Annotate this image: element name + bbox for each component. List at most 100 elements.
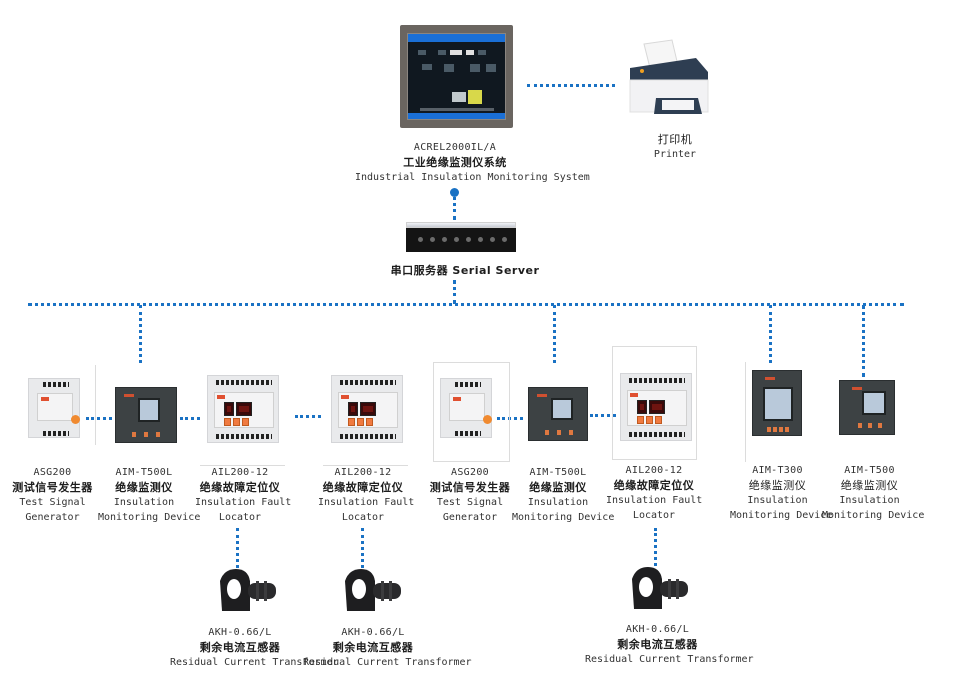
frame [612, 346, 697, 460]
device-label: AIL200-12 绝缘故障定位仪 Insulation Fault Locat… [606, 463, 702, 523]
frame [200, 465, 285, 466]
device-name-en: Insulation [527, 497, 589, 508]
device-name-en: Monitoring Device [822, 510, 925, 521]
device-label: ASG200 测试信号发生器 Test Signal Generator [10, 465, 95, 525]
device-name-cn: 绝缘监测仪 [840, 479, 899, 492]
current-transformer-icon [345, 569, 401, 611]
system-monitor-image[interactable] [400, 25, 513, 128]
link-bus-aim-t300 [769, 305, 772, 363]
link-bus-aim-t500 [862, 305, 865, 377]
link-aim-ail-1 [180, 417, 200, 420]
system-model: ACREL2000IL/A [413, 142, 497, 153]
serial-server-name: 串口服务器 Serial Server [390, 264, 540, 277]
ct-label: AKH-0.66/L 剩余电流互感器 Residual Current Tran… [585, 622, 754, 667]
device-name-en: Insulation Fault [606, 495, 703, 506]
ct-image-2[interactable] [343, 567, 407, 619]
ct-name-cn: 剩余电流互感器 [332, 641, 414, 654]
device-name-en: Generator [442, 512, 498, 523]
device-label: AIM-T500L 绝缘监测仪 Insulation Monitoring De… [512, 465, 614, 525]
link-asg-aim-2 [497, 417, 523, 420]
device-model: AIM-T500 [844, 465, 895, 476]
asg200-image-2[interactable] [440, 378, 492, 438]
ct-model: AKH-0.66/L [625, 624, 690, 635]
link-bus-aim-t500l-2 [553, 305, 556, 363]
aim-t500l-image-1[interactable] [115, 387, 177, 443]
device-name-cn: 测试信号发生器 [429, 481, 511, 494]
system-name-cn: 工业绝缘监测仪系统 [403, 156, 507, 169]
ct-name-en: Residual Current Transformer [303, 657, 472, 668]
ail200-image-2[interactable] [331, 375, 403, 443]
device-name-en: Locator [341, 512, 385, 523]
device-name-cn: 绝缘故障定位仪 [613, 479, 695, 492]
device-name-en: Test Signal [19, 497, 86, 508]
device-name-en: Monitoring Device [730, 510, 833, 521]
ct-name-cn: 剩余电流互感器 [617, 638, 698, 651]
link-system-serial [453, 190, 456, 220]
device-label: AIL200-12 绝缘故障定位仪 Insulation Fault Locat… [195, 465, 292, 525]
aim-t300-image[interactable] [752, 370, 802, 436]
device-name-cn: 绝缘监测仪 [748, 479, 807, 492]
device-label: AIM-T500 绝缘监测仪 Insulation Monitoring Dev… [822, 463, 925, 523]
system-name-en: Industrial Insulation Monitoring System [355, 172, 590, 183]
ct-model: AKH-0.66/L [341, 627, 405, 638]
device-model: AIM-T300 [752, 465, 803, 476]
link-ail-ail [295, 415, 321, 418]
link-asg-aim-1 [86, 417, 112, 420]
ct-image-1[interactable] [218, 567, 282, 619]
link-serial-bus [453, 280, 456, 304]
device-name-en: Locator [218, 512, 262, 523]
device-label: ASG200 测试信号发生器 Test Signal Generator [425, 465, 515, 525]
device-model: ASG200 [451, 467, 489, 478]
device-name-cn: 绝缘监测仪 [115, 481, 173, 494]
connector-dot [450, 188, 459, 197]
link-ail-ct-2 [361, 528, 364, 568]
serial-server-label: 串口服务器 Serial Server [380, 263, 550, 279]
current-transformer-icon [632, 567, 688, 609]
bus-line [28, 303, 904, 306]
device-name-en: Insulation Fault [318, 497, 415, 508]
ct-label: AKH-0.66/L 剩余电流互感器 Residual Current Tran… [303, 625, 472, 670]
printer-image[interactable] [628, 38, 710, 118]
frame [433, 362, 510, 462]
device-name-en: Insulation [113, 497, 175, 508]
device-model: AIL200-12 [211, 467, 269, 478]
frame [95, 365, 96, 445]
device-name-cn: 绝缘故障定位仪 [199, 481, 281, 494]
aim-t500l-image-2[interactable] [528, 387, 588, 441]
ail200-image-3[interactable] [620, 373, 692, 441]
printer-name-en: Printer [653, 149, 697, 160]
device-model: AIL200-12 [334, 467, 392, 478]
device-label: AIM-T300 绝缘监测仪 Insulation Monitoring Dev… [730, 463, 833, 523]
device-name-cn: 绝缘监测仪 [529, 481, 587, 494]
ail200-image-1[interactable] [207, 375, 279, 443]
ct-image-3[interactable] [630, 565, 694, 617]
printer-name-cn: 打印机 [657, 133, 693, 146]
link-ail-ct-1 [236, 528, 239, 568]
device-name-en: Insulation [747, 495, 808, 506]
ct-label: AKH-0.66/L 剩余电流互感器 Residual Current Tran… [170, 625, 339, 670]
printer-label: 打印机 Printer [630, 132, 720, 162]
ct-name-en: Residual Current Transformer [585, 654, 754, 665]
aim-t500-image[interactable] [839, 380, 895, 435]
device-name-en: Insulation [839, 495, 900, 506]
link-bus-aim-t500l-1 [139, 305, 142, 363]
device-model: ASG200 [33, 467, 72, 478]
link-ail-ct-3 [654, 528, 657, 566]
device-name-en: Monitoring Device [98, 512, 201, 523]
device-name-en: Insulation Fault [195, 497, 292, 508]
device-label: AIM-T500L 绝缘监测仪 Insulation Monitoring De… [98, 465, 201, 525]
link-system-printer [527, 84, 615, 87]
ct-model: AKH-0.66/L [208, 627, 272, 638]
asg200-image-1[interactable] [28, 378, 80, 438]
frame [323, 465, 408, 466]
current-transformer-icon [220, 569, 276, 611]
device-model: AIM-T500L [529, 467, 587, 478]
device-name-en: Locator [632, 510, 676, 521]
system-label: ACREL2000IL/A 工业绝缘监测仪系统 Industrial Insul… [355, 140, 590, 185]
frame [745, 362, 746, 462]
device-name-cn: 绝缘故障定位仪 [322, 481, 404, 494]
serial-server-image[interactable] [406, 222, 516, 254]
ct-name-cn: 剩余电流互感器 [199, 641, 281, 654]
ct-name-en: Residual Current Transformer [170, 657, 339, 668]
printer-icon [629, 39, 709, 114]
